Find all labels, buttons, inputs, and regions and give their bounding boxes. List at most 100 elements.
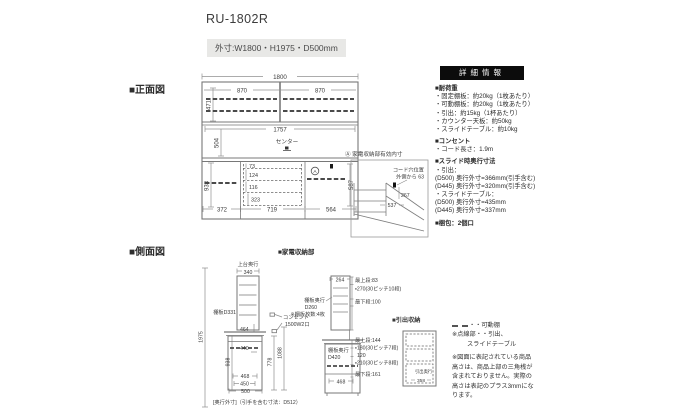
outlet-heading: ■コンセント bbox=[435, 138, 471, 146]
top-depth-label: 上台奥行 bbox=[238, 260, 259, 268]
detail-line: ・コード長さ：1.9m bbox=[435, 146, 494, 154]
packing-heading: ■梱包：2個口 bbox=[435, 219, 474, 227]
callout-box bbox=[350, 159, 429, 238]
dim-right-width: 564 bbox=[326, 208, 337, 214]
load-capacity-heading: ■耐荷重 bbox=[435, 85, 458, 92]
legend: ・・可動棚 ※点線部・・引出、 スライドテーブル bbox=[452, 321, 516, 349]
shelf-depth-label: 棚板D331 bbox=[213, 308, 236, 316]
dim-778: 778 bbox=[268, 358, 274, 367]
lower-pitch-bottom: 最下段:161 bbox=[355, 370, 381, 378]
dim-drawer2: 124 bbox=[249, 173, 258, 179]
dim-468-left: 468 bbox=[241, 374, 250, 380]
callout-lines bbox=[353, 182, 425, 232]
dim-440: 440 bbox=[240, 346, 249, 352]
dim-middle-width: 719 bbox=[267, 208, 278, 214]
page-title: RU-1802R bbox=[206, 12, 269, 26]
dim-500: 500 bbox=[241, 389, 250, 395]
dim-open-height: 504 bbox=[215, 137, 221, 148]
dim-938: 938 bbox=[226, 358, 232, 367]
appliance-callout-drawing: Ⓐ 家電収納部有効内寸 コード穴位置 外側から 63 267 537 bbox=[345, 150, 429, 238]
center-stopper-symbol bbox=[283, 146, 291, 151]
detail-line: (D445) 奥行外寸=320mm(引手含む) bbox=[435, 182, 536, 190]
dim-door-left: 870 bbox=[237, 88, 248, 94]
lower-shelf-label-1: 棚板奥行 bbox=[328, 346, 349, 354]
lower-pitch-top: 最上段:144 bbox=[355, 336, 381, 344]
drawer-depth-label: 引出奥行 bbox=[415, 368, 433, 375]
detail-line: ・可動棚板：約20kg（1枚あたり） bbox=[435, 101, 535, 109]
side-left-dimension-lines bbox=[202, 267, 287, 408]
dim-right-inner-height: 587 bbox=[349, 179, 355, 190]
outlet-label-2: 1500W2口 bbox=[285, 321, 310, 328]
callout-title: Ⓐ 家電収納部有効内寸 bbox=[345, 150, 403, 158]
detail-line: ・スライドテーブル：約10kg bbox=[435, 125, 518, 133]
detail-line: ・固定棚板：約20kg（1枚あたり） bbox=[435, 93, 535, 101]
upper-pitch-bottom: 最下段:100 bbox=[355, 298, 381, 306]
front-cabinet-outline bbox=[201, 81, 359, 220]
drawer-unit-dashed bbox=[405, 333, 434, 384]
front-view-label: ■正面図 bbox=[129, 85, 166, 96]
legend-dotted-line-2: スライドテーブル bbox=[467, 340, 517, 348]
dim-left-width: 372 bbox=[217, 208, 228, 214]
slide-depth-heading: ■スライド時奥行寸法 bbox=[435, 158, 496, 166]
side-view-drawing: 上台奥行 340 棚板D331 1975 コンセント 1500W2口 464 4… bbox=[199, 260, 437, 408]
dim-drawer3: 116 bbox=[249, 185, 258, 191]
dim-upper-height: 471 bbox=[207, 99, 213, 110]
detail-line: ・スライドテーブル： bbox=[435, 191, 498, 199]
cord-position-line2: 外側から 63 bbox=[396, 173, 424, 181]
detail-line: ・引出： bbox=[435, 166, 461, 174]
dim-1088: 1088 bbox=[278, 347, 284, 359]
legend-movable-shelf: ・・可動棚 bbox=[469, 322, 500, 329]
depth-note: [奥行外寸]（引手を含む寸法：D512） bbox=[213, 398, 301, 406]
outlet-label-1: コンセント bbox=[283, 314, 309, 321]
dim-464: 464 bbox=[240, 327, 249, 333]
lower-pitch-mid: 120 bbox=[357, 353, 366, 359]
lower-shelf-label-2: D420 bbox=[328, 355, 341, 361]
front-view-drawing: 1800 870 870 471 1757 504 センター 933 73 12… bbox=[201, 73, 359, 220]
drawer-depth-value: 358 bbox=[417, 378, 425, 384]
upper-pitch-mid: ▪270(30ピッチ10段) bbox=[355, 285, 402, 293]
footnote-line: 高さは、商品上部の三角桟が bbox=[452, 363, 533, 371]
drawer-dashed-lines bbox=[243, 164, 302, 206]
dim-1975: 1975 bbox=[199, 331, 205, 343]
movable-shelf-dashed-lines bbox=[205, 98, 354, 184]
detail-line: (D500) 奥行外寸=366mm(引手含む) bbox=[435, 174, 536, 182]
lower-pitch-210: ▪210(30ピッチ8段) bbox=[355, 359, 399, 367]
dim-door-right: 870 bbox=[315, 88, 326, 94]
dim-537: 537 bbox=[388, 203, 397, 209]
cord-hole-mark bbox=[330, 164, 333, 169]
dim-lower-height: 933 bbox=[205, 180, 211, 191]
cord-hole-symbol bbox=[393, 182, 396, 188]
legend-dotted-line-1: ※点線部・・引出、 bbox=[452, 331, 507, 339]
cord-position-line1: コード穴位置 bbox=[393, 166, 424, 174]
upper-pitch-top: 最上段:83 bbox=[355, 276, 378, 284]
callout-dim-ticks bbox=[380, 179, 408, 206]
detail-line: (D500) 奥行外寸=435mm bbox=[435, 199, 506, 207]
side-middle-cabinet bbox=[322, 275, 363, 396]
detail-info-body: ■耐荷重 ・固定棚板：約20kg（1枚あたり） ・可動棚板：約20kg（1枚あた… bbox=[435, 85, 551, 228]
footnote-line: 含まれておりません。実際の bbox=[452, 373, 532, 381]
drawer-storage-label: ■引出収納 bbox=[392, 316, 421, 324]
appliance-section-label: ■家電収納部 bbox=[278, 249, 315, 256]
lower-pitch-180: ▪180(30ピッチ7段) bbox=[355, 344, 399, 352]
front-dimension-lines bbox=[201, 73, 359, 212]
mark-a-circle bbox=[310, 166, 320, 176]
detail-line: (D445) 奥行外寸=337mm bbox=[435, 207, 506, 215]
dim-340: 340 bbox=[244, 270, 253, 276]
dim-drawer1: 73 bbox=[249, 164, 255, 170]
outer-size-badge: 外寸:W1800・H1975・D500mm bbox=[207, 39, 346, 57]
detail-line: ・カウンター天板：約50kg bbox=[435, 117, 512, 125]
footnote: ※図面に表記されている商品 高さは、商品上部の三角桟が 含まれておりません。実際… bbox=[452, 353, 554, 401]
detail-info-header: 詳細情報 bbox=[440, 66, 524, 80]
upper-shelf-label-3: ※棚板枚数:4枚 bbox=[290, 310, 325, 318]
upper-shelf-label-1: 棚板奥行 bbox=[304, 296, 325, 304]
dim-drawer4: 323 bbox=[251, 198, 260, 204]
side-view-label: ■側面図 bbox=[129, 247, 166, 258]
dim-264: 264 bbox=[336, 278, 345, 284]
dim-total-width: 1800 bbox=[273, 74, 287, 81]
footnote-line: 高さは表記のプラス3mmにな bbox=[452, 382, 534, 390]
footnote-line: ※図面に表記されている商品 bbox=[452, 354, 532, 361]
detail-line: ・引出：約15kg（1杯あたり） bbox=[435, 109, 522, 117]
dashed-line-swatch bbox=[452, 324, 468, 327]
dim-468-middle: 468 bbox=[337, 380, 346, 386]
